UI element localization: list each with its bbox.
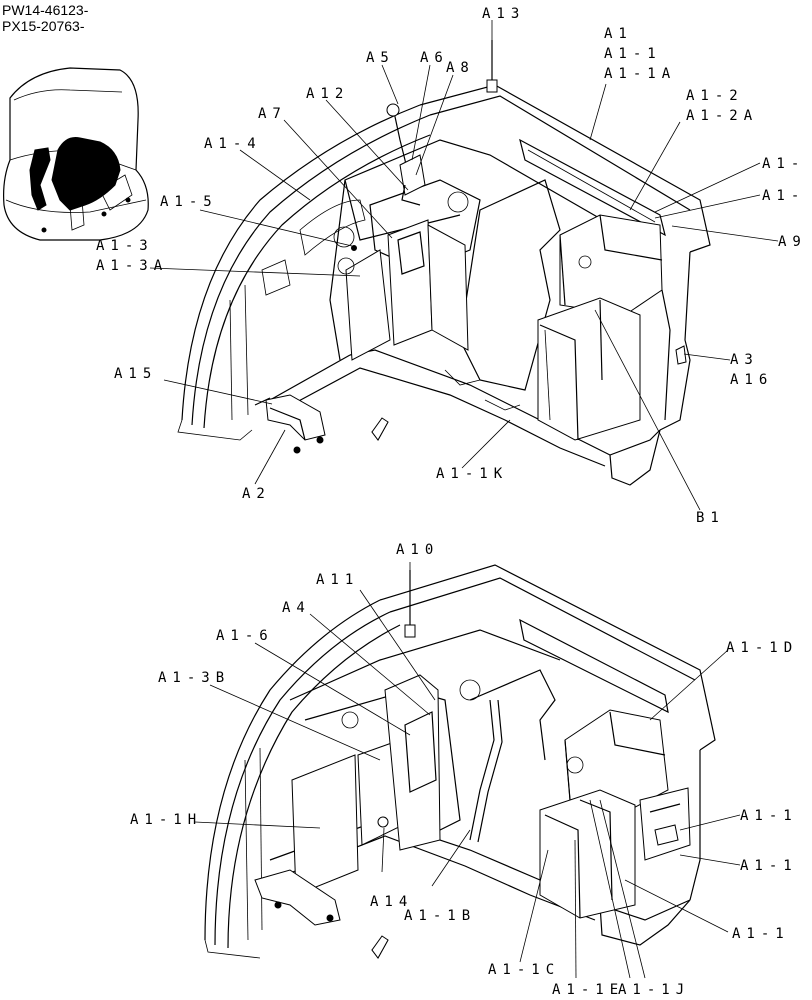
label-a1-1d: A1-1D bbox=[726, 640, 798, 656]
label-a13: A13 bbox=[482, 6, 525, 22]
thumbnail-machine-view bbox=[3, 67, 149, 241]
label-a1-right-2: A1- bbox=[762, 188, 805, 204]
label-a12: A12 bbox=[306, 86, 349, 102]
label-a1-1e: A1-1E bbox=[552, 982, 624, 998]
label-a1-2: A1-2 bbox=[686, 88, 744, 104]
label-a7: A7 bbox=[258, 106, 287, 122]
label-a1-1a: A1-1A bbox=[604, 66, 676, 82]
part-number-2: PX15-20763- bbox=[2, 18, 85, 34]
label-a11: A11 bbox=[316, 572, 359, 588]
label-a1: A1 bbox=[604, 26, 633, 42]
label-a1-3a: A1-3A bbox=[96, 258, 168, 274]
label-a1-1k: A1-1K bbox=[436, 466, 508, 482]
label-a1-1: A1-1 bbox=[604, 46, 662, 62]
label-a1-1-right-2: A1-1 bbox=[740, 858, 798, 874]
lower-assembly-drawing bbox=[204, 564, 716, 959]
upper-leader-lines bbox=[149, 20, 779, 511]
label-a4: A4 bbox=[282, 600, 311, 616]
label-a1-3: A1-3 bbox=[96, 238, 154, 254]
label-a1-1-right-1: A1-1 bbox=[740, 808, 798, 824]
callout-labels: A13 A1 A1-1 A1-1A A1-2 A1-2A A1- A1- A9 … bbox=[96, 6, 807, 998]
label-a10: A10 bbox=[396, 542, 439, 558]
label-a3: A3 bbox=[730, 352, 759, 368]
part-number-1: PW14-46123- bbox=[2, 2, 89, 18]
label-a1-right-1: A1- bbox=[762, 156, 805, 172]
upper-assembly-drawing bbox=[177, 40, 711, 486]
label-a1-1b: A1-1B bbox=[404, 908, 476, 924]
label-a1-1-right-3: A1-1 bbox=[732, 926, 790, 942]
label-b1: B1 bbox=[696, 510, 725, 526]
label-a1-2a: A1-2A bbox=[686, 108, 758, 124]
label-a1-4: A1-4 bbox=[204, 136, 262, 152]
label-a1-1h: A1-1H bbox=[130, 812, 202, 828]
label-a14: A14 bbox=[370, 894, 413, 910]
label-a6: A6 bbox=[420, 50, 449, 66]
label-a9: A9 bbox=[778, 234, 807, 250]
label-a1-5: A1-5 bbox=[160, 194, 218, 210]
label-a1-1c: A1-1C bbox=[488, 962, 560, 978]
lower-leader-lines bbox=[194, 562, 741, 979]
label-a2: A2 bbox=[242, 486, 271, 502]
label-a8: A8 bbox=[446, 60, 475, 76]
label-a16: A16 bbox=[730, 372, 773, 388]
label-a5: A5 bbox=[366, 50, 395, 66]
label-a15: A15 bbox=[114, 366, 157, 382]
label-a1-3b: A1-3B bbox=[158, 670, 230, 686]
label-a1-1j: A1-1J bbox=[618, 982, 690, 998]
label-a1-6: A1-6 bbox=[216, 628, 274, 644]
